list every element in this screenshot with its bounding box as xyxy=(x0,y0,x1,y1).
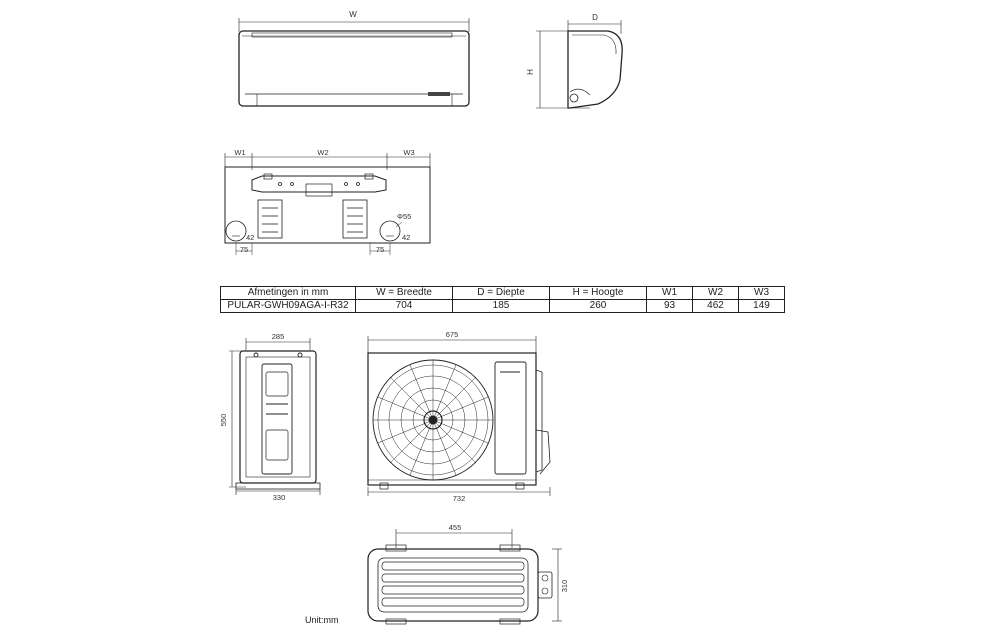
table-cell: 93 xyxy=(646,299,693,313)
outdoor-top-view xyxy=(367,529,562,625)
outdoor-front-total-width: 732 xyxy=(453,494,466,503)
indoor-side-view xyxy=(536,20,623,109)
bracket-right-offset-h: 75 xyxy=(376,245,384,254)
header-cell: W1 xyxy=(646,286,693,300)
table-cell: 704 xyxy=(355,299,453,313)
outdoor-top-anchor-spacing: 455 xyxy=(449,523,462,532)
header-cell: D = Diepte xyxy=(452,286,550,300)
table-cell: PULAR-GWH09AGA-I-R32 xyxy=(220,299,356,313)
outdoor-side-base-width: 330 xyxy=(273,493,286,502)
table-cell: 462 xyxy=(692,299,739,313)
bracket-right-offset-v: 42 xyxy=(402,233,410,242)
indoor-front-view xyxy=(238,18,470,107)
outdoor-front-view xyxy=(367,336,551,496)
outdoor-top-depth: 310 xyxy=(560,580,569,593)
bracket-left-offset-v: 42 xyxy=(246,233,254,242)
outdoor-side-height: 550 xyxy=(219,414,228,427)
table-row: PULAR-GWH09AGA-I-R32 704 185 260 93 462 … xyxy=(220,299,785,313)
table-cell: 260 xyxy=(549,299,647,313)
table-cell: 185 xyxy=(452,299,550,313)
unit-note: Unit:mm xyxy=(305,615,339,625)
dimensions-table: Afmetingen in mm W = Breedte D = Diepte … xyxy=(220,286,785,313)
outdoor-front-top-width: 675 xyxy=(446,330,459,339)
bracket-w2-label: W2 xyxy=(317,148,328,157)
fan-grille xyxy=(373,360,493,480)
indoor-depth-label: D xyxy=(592,13,598,22)
table-header-row: Afmetingen in mm W = Breedte D = Diepte … xyxy=(220,286,785,300)
header-cell: W2 xyxy=(692,286,739,300)
bracket-left-offset-h: 75 xyxy=(240,245,248,254)
header-cell: W3 xyxy=(738,286,785,300)
bracket-w1-label: W1 xyxy=(234,148,245,157)
bracket-w3-label: W3 xyxy=(403,148,414,157)
outdoor-side-view xyxy=(229,338,321,495)
header-cell: W = Breedte xyxy=(355,286,453,300)
indoor-width-label: W xyxy=(349,10,357,19)
bracket-view xyxy=(224,153,431,255)
outdoor-side-top-width: 285 xyxy=(272,332,285,341)
indoor-height-label: H xyxy=(526,69,535,75)
header-cell: H = Hoogte xyxy=(549,286,647,300)
header-cell: Afmetingen in mm xyxy=(220,286,356,300)
table-cell: 149 xyxy=(738,299,785,313)
bracket-hole-label: Φ55 xyxy=(397,212,411,221)
